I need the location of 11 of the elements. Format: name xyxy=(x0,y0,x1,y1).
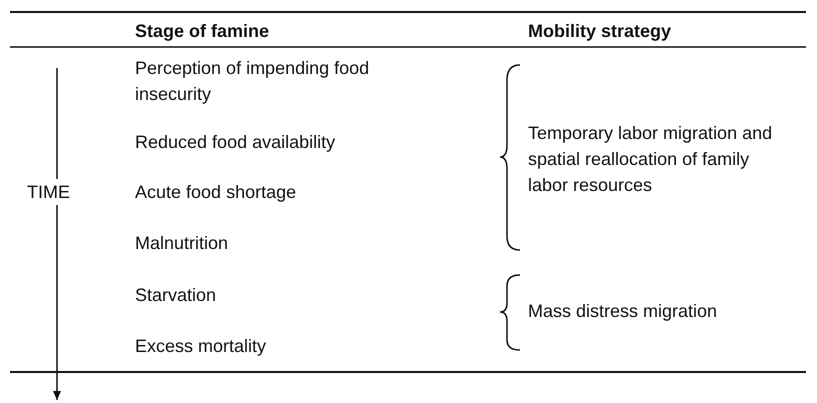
table-text: Mass distress migration xyxy=(528,300,718,323)
table-text: TIME xyxy=(25,179,72,205)
column-header: Stage of famine xyxy=(135,20,270,43)
table-text: Reduced food availability xyxy=(135,131,336,154)
table-text: Perception of impending food insecurity xyxy=(135,57,370,106)
column-header: Mobility strategy xyxy=(528,20,672,43)
table-text: Starvation xyxy=(135,284,216,307)
table-text: Excess mortality xyxy=(135,335,266,358)
table-text: Acute food shortage xyxy=(135,181,296,204)
table-text: Temporary labor migration and spatial reallocation of family labor resources xyxy=(528,122,774,197)
table-text: Malnutrition xyxy=(135,232,228,255)
